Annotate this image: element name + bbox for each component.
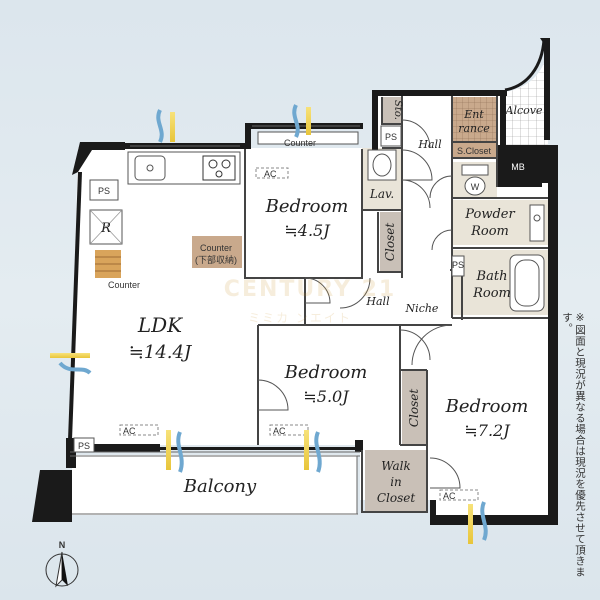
ps2-label: PS	[385, 132, 397, 142]
ldk-size: ≒14.4J	[129, 342, 193, 363]
mb-label: MB	[511, 162, 525, 172]
alcove-label: Alcove	[505, 104, 543, 117]
entrance-label-1: Ent	[463, 108, 484, 121]
balcony-label: Balcony	[183, 476, 257, 497]
ps1-label: PS	[98, 186, 110, 196]
closet1-label: Closet	[383, 223, 397, 262]
north-compass: N	[45, 540, 79, 588]
entrance-label-2: rance	[458, 122, 490, 135]
stove-icon	[202, 155, 236, 181]
bedroom3-label: Bedroom	[445, 396, 529, 417]
bedroom1-size: ≒4.5J	[284, 221, 331, 240]
closet1-floor	[380, 212, 402, 272]
entrance-floor	[452, 97, 497, 142]
bedroom3-size: ≒7.2J	[464, 421, 511, 440]
counter-kitchen-label: Counter	[108, 280, 140, 290]
ps-box-3	[73, 437, 95, 453]
ps4-label: PS	[452, 260, 464, 270]
hall-top-label: Hall	[417, 138, 442, 151]
ac4-label: AC	[443, 491, 456, 501]
counter-storage-sub: (下部収納)	[195, 254, 237, 265]
alcove-tile-floor	[505, 42, 548, 145]
hall-mid-label: Hall	[365, 295, 390, 308]
watermark-line1: CENTURY 21	[224, 277, 396, 302]
storage-label: Sto.	[392, 100, 403, 120]
ps3-label: PS	[78, 441, 90, 451]
niche-label: Niche	[405, 302, 439, 315]
balcony-floor	[72, 455, 357, 515]
alcove-curved-wall	[540, 38, 550, 140]
toilet-icon	[461, 164, 489, 196]
shoe-closet-floor	[452, 142, 497, 157]
balcony-windows	[70, 451, 360, 515]
bath-label-2: Room	[472, 286, 511, 301]
walkin-closet-floor	[365, 450, 427, 512]
disclaimer-note: ※図面と現況が異なる場合は現況を優先させて頂きます。	[561, 312, 586, 578]
ps-box-2	[380, 125, 402, 147]
ac2-label: AC	[123, 426, 136, 436]
watermark-line2: ミミカ ンエイト	[248, 311, 352, 325]
airflow-arrows	[50, 104, 488, 544]
ac1-label: AC	[264, 169, 277, 179]
ac-units	[119, 167, 479, 501]
walkin-label-1: Walk	[381, 459, 411, 473]
doors	[257, 119, 461, 489]
w-label: W	[471, 182, 480, 192]
ps-box-1	[89, 179, 119, 201]
bathtub-icon	[509, 254, 545, 312]
counter-storage-label: Counter	[200, 243, 232, 253]
sink-icon	[134, 155, 166, 181]
powder-label-1: Powder	[464, 207, 515, 222]
lav-sink-icon	[367, 149, 397, 181]
bath-label-1: Bath	[476, 269, 508, 284]
washer-space	[529, 204, 545, 242]
bedroom2-label: Bedroom	[284, 362, 368, 383]
r-label: R	[100, 221, 111, 236]
ps-box-4	[451, 255, 465, 277]
bedroom2-size: ≒5.0J	[303, 387, 350, 406]
interior-walls	[244, 96, 548, 513]
closet2-label: Closet	[407, 389, 421, 428]
walkin-label-2: in	[390, 475, 402, 489]
ac3-label: AC	[273, 426, 286, 436]
ldk-label: LDK	[137, 313, 183, 337]
drain-icon	[146, 164, 154, 172]
closet2-floor	[402, 370, 427, 445]
walkin-label-3: Closet	[377, 491, 416, 505]
shoe-closet-label: S.Closet	[457, 146, 492, 156]
lav-label: Lav.	[369, 187, 394, 201]
storage-counter	[192, 236, 242, 268]
storage-floor	[382, 97, 402, 124]
bedroom1-label: Bedroom	[265, 196, 349, 217]
counter-top-label: Counter	[284, 138, 316, 148]
powder-label-2: Room	[470, 224, 509, 239]
compass-label: N	[59, 540, 66, 550]
